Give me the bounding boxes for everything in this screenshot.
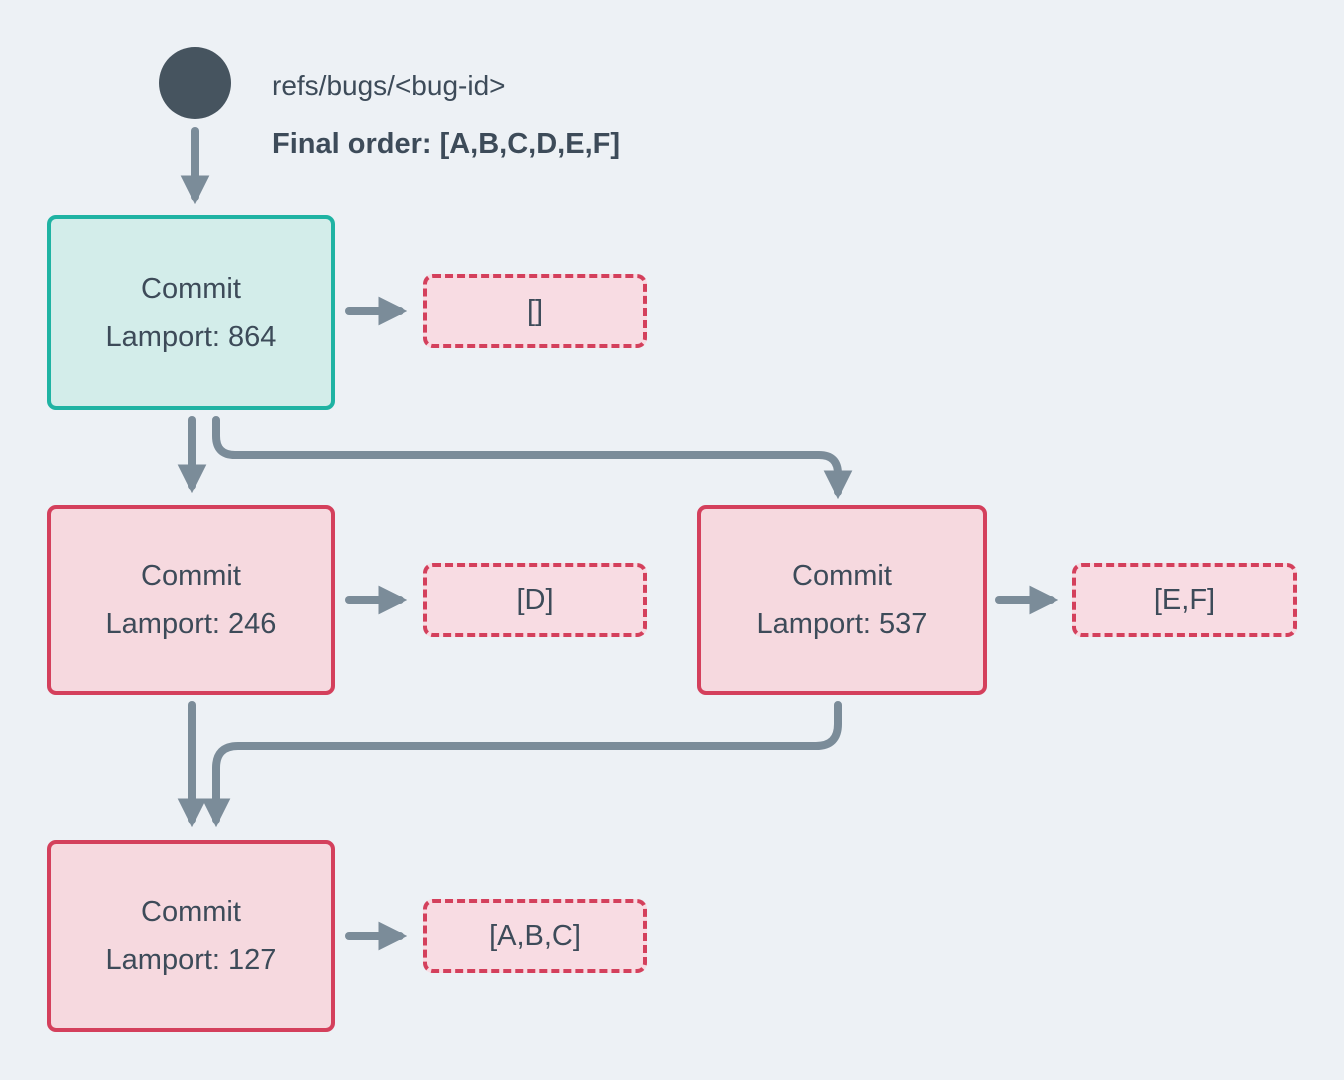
payload-value: [] bbox=[526, 294, 544, 327]
commit-node-864: Commit Lamport: 864 bbox=[47, 215, 335, 410]
arrow-root-to-right bbox=[212, 416, 853, 500]
commit-lamport: Lamport: 127 bbox=[105, 944, 277, 976]
commit-lamport: Lamport: 864 bbox=[105, 320, 277, 353]
payload-value: [E,F] bbox=[1153, 583, 1216, 616]
payload-value: [D] bbox=[516, 583, 554, 616]
commit-node-537: Commit Lamport: 537 bbox=[697, 505, 987, 695]
payload-box-merge: [A,B,C] bbox=[423, 899, 647, 973]
final-order-label: Final order: [A,B,C,D,E,F] bbox=[272, 128, 620, 160]
ref-name-label: refs/bugs/<bug-id> bbox=[272, 70, 506, 101]
commit-lamport: Lamport: 246 bbox=[105, 608, 277, 640]
payload-box-left: [D] bbox=[423, 563, 647, 637]
commit-lamport: Lamport: 537 bbox=[756, 608, 928, 640]
commit-title: Commit bbox=[141, 272, 241, 305]
commit-node-127: Commit Lamport: 127 bbox=[47, 840, 335, 1032]
arrow-right-to-merge bbox=[201, 701, 842, 828]
commit-title: Commit bbox=[792, 560, 892, 592]
commit-title: Commit bbox=[141, 896, 241, 928]
commit-node-246: Commit Lamport: 246 bbox=[47, 505, 335, 695]
payload-box-right: [E,F] bbox=[1072, 563, 1297, 637]
commit-title: Commit bbox=[141, 560, 241, 592]
payload-box-root: [] bbox=[423, 274, 647, 348]
payload-value: [A,B,C] bbox=[489, 919, 581, 952]
ref-head-circle bbox=[159, 47, 231, 119]
